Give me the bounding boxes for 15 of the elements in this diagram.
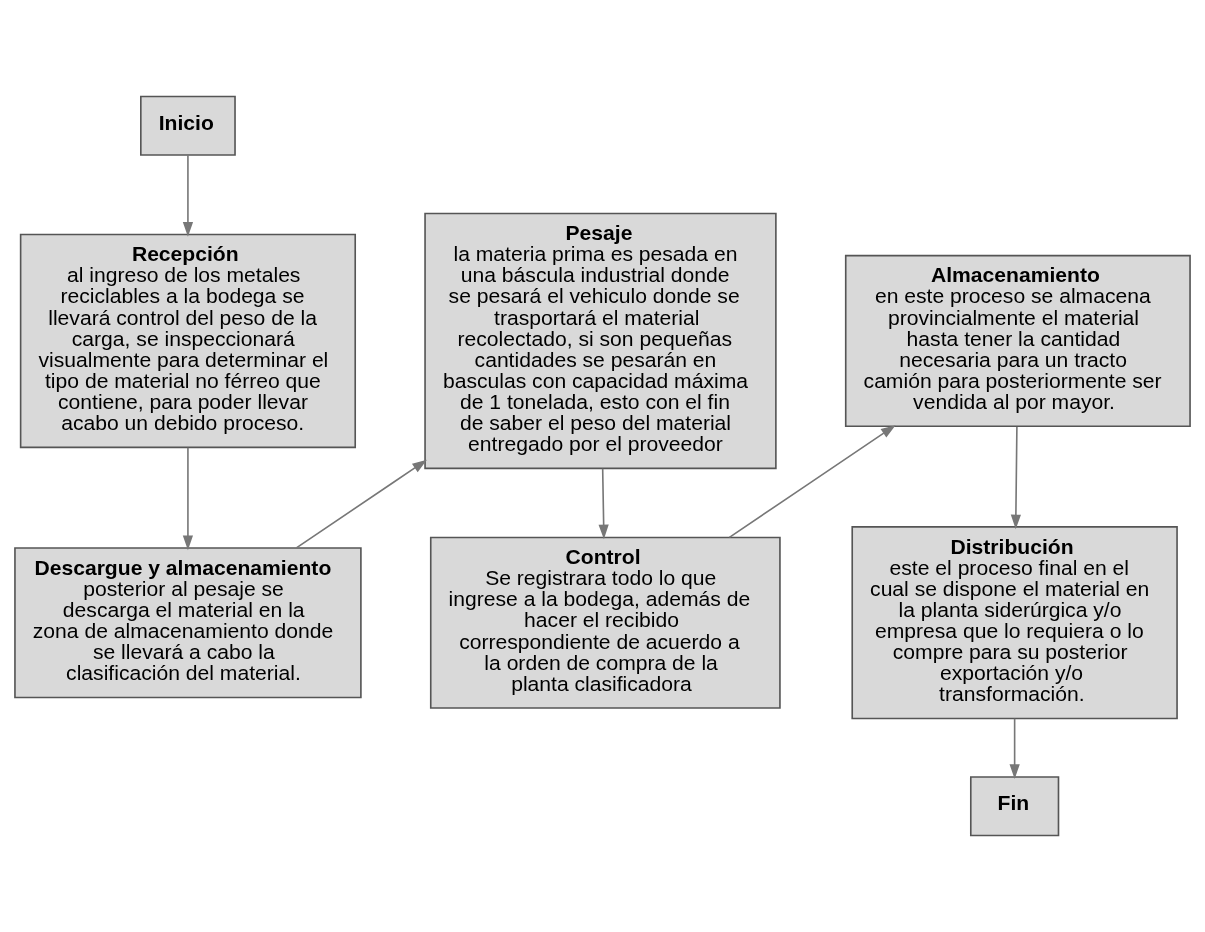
node-box: Descargue y almacenamiento posterior al pesaje se descarga el material en la zona de almacenamiento donde se llevará a cabo la clasificación del material. (14, 547, 362, 699)
node-box: Pesaje la materia prima es pesada en una báscula industrial donde se pesará el vehiculo donde se trasportará el material recolectado, si son pequeñas cantidades se pesarán en basculas con capacidad máxima de 1 tonelada, esto con el fin de saber el peso del material entregado por el proveedor (424, 212, 777, 470)
arrow (598, 468, 609, 540)
arrow (182, 154, 194, 237)
arrow (1009, 717, 1020, 779)
node-box: Distribución este el proceso final en el cual se dispone el material en la planta siderúrgica y/o empresa que lo requiera o lo compre para su posterior exportación y/o transformación. (851, 526, 1178, 720)
node-box: Fin (970, 776, 1060, 837)
arrow (728, 425, 896, 539)
node-box: Recepción al ingreso de los metales reciclables a la bodega se llevará control del peso de la carga, se inspeccionará visualmente para determinar el tipo de material no férreo que contiene, para poder llevar acabo un debido proceso. (19, 233, 357, 449)
arrow (1010, 426, 1021, 530)
node-box: Control Se registrara todo lo que ingrese a la bodega, además de hacer el recibido correspondiente de acuerdo a la orden de compra de la planta clasificadora (429, 536, 781, 709)
node-box: Inicio (140, 95, 236, 156)
arrow (182, 447, 194, 551)
node-box: Almacenamiento en este proceso se almacena provincialmente el material hasta tener la cantidad necesaria para un tracto camión para posteriormente ser vendida al por mayor. (844, 254, 1191, 427)
arrow (295, 459, 427, 549)
